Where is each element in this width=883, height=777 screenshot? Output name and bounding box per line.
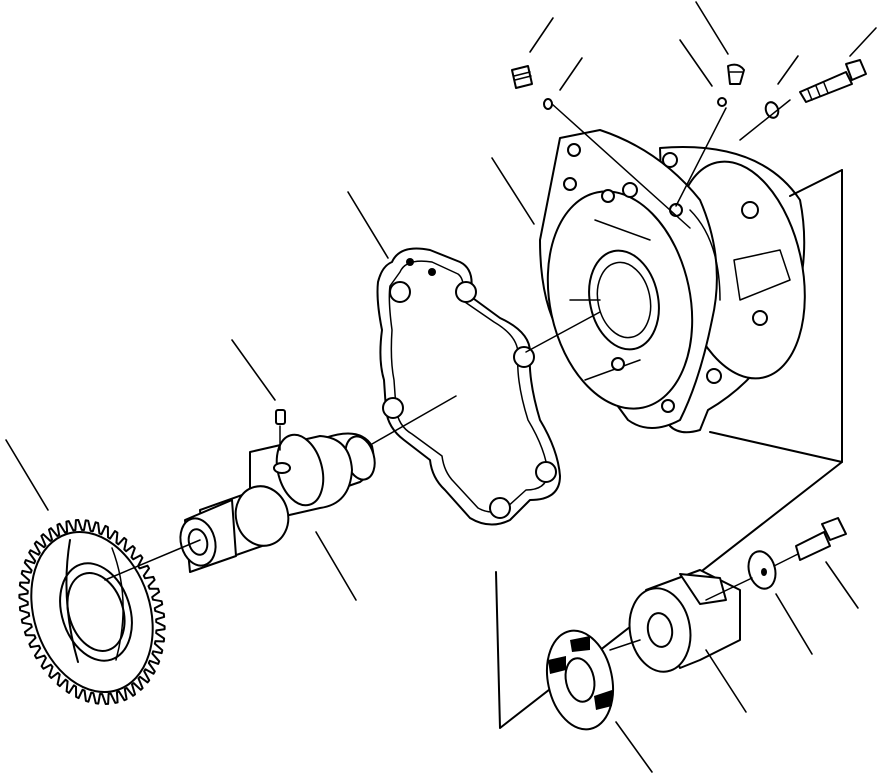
plug-right xyxy=(727,63,745,85)
bolt-bottom xyxy=(795,517,847,561)
housing xyxy=(539,129,806,434)
washer-top xyxy=(764,101,780,119)
o-ring-right xyxy=(717,97,727,107)
axis-lines xyxy=(104,99,799,651)
shaft xyxy=(179,432,376,573)
coupling-hub xyxy=(628,569,741,673)
gear xyxy=(18,519,166,705)
coupling-disc xyxy=(546,629,614,731)
washer-bottom xyxy=(747,550,777,590)
bolt-top xyxy=(799,59,867,103)
leader-lines xyxy=(5,1,877,773)
set-screw xyxy=(275,409,286,451)
plug-left xyxy=(511,65,533,89)
o-ring-left xyxy=(543,98,553,110)
gasket xyxy=(376,247,561,526)
